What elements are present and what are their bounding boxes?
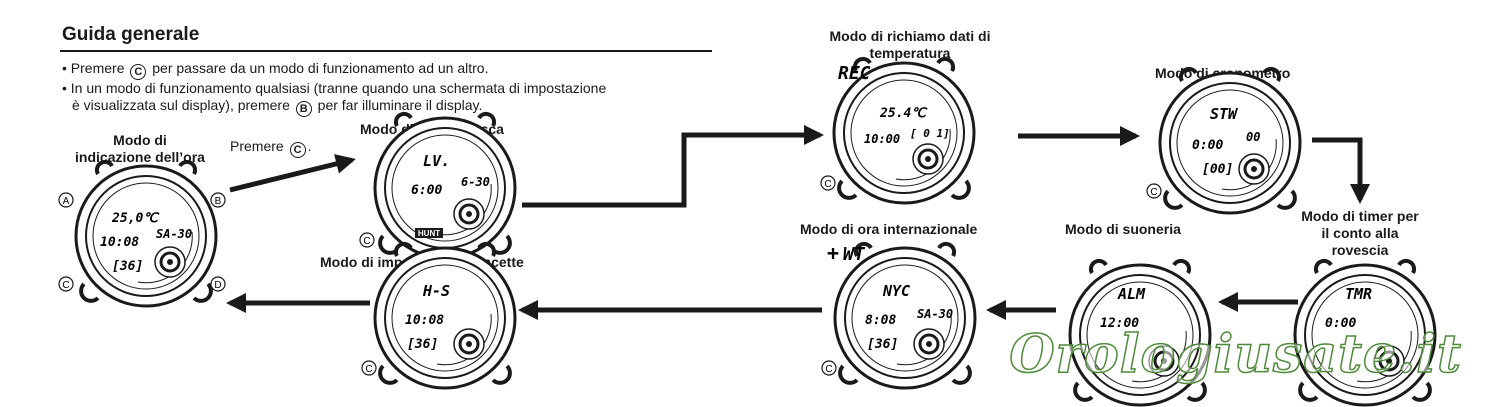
label-alarm: Modo di suoneria bbox=[1065, 221, 1181, 237]
watch-hunting-badge: HUNT bbox=[418, 229, 440, 238]
watch-world-time-date: SA-30 bbox=[917, 307, 953, 321]
watch-temp-recall-temp: 25.4℃ bbox=[879, 106, 928, 121]
button-c-label: C bbox=[62, 280, 69, 291]
watch-temp-recall: REC 25.4℃ 10:00 [ 0 1] C bbox=[820, 56, 976, 205]
watch-stopwatch-bottom: [00] bbox=[1202, 162, 1233, 177]
button-b-label: B bbox=[215, 196, 222, 207]
watch-hand-setting-c-label: C bbox=[365, 364, 372, 375]
bullet-2-post: per far illuminare il display. bbox=[317, 97, 483, 113]
watch-world-time-seconds: [36] bbox=[867, 337, 898, 352]
label-countdown: Modo di timer per il conto alla rovescia bbox=[1290, 208, 1430, 259]
arrow-stopwatch-to-countdown bbox=[1312, 137, 1370, 204]
watch-temp-recall-c-marker bbox=[820, 175, 836, 191]
press-c-button-icon: C bbox=[289, 142, 306, 158]
watch-stopwatch-c-marker bbox=[1146, 183, 1162, 199]
watch-stopwatch-time: 0:00 bbox=[1192, 138, 1223, 153]
title-divider bbox=[60, 50, 712, 52]
watch-world-time-time: 8:08 bbox=[865, 313, 896, 328]
button-c-icon: C bbox=[130, 64, 147, 80]
page-title: Guida generale bbox=[62, 24, 200, 45]
label-timekeeping-line1: Modo di bbox=[113, 132, 167, 148]
watch-hand-setting-time: 10:08 bbox=[405, 313, 444, 328]
watch-world-time: + WT NYC 8:08 SA-30 [36] C bbox=[821, 241, 977, 390]
button-c-marker bbox=[58, 276, 74, 292]
arrow-hunting-to-temp-recall bbox=[522, 125, 824, 208]
bullet-1-pre: Premere bbox=[70, 60, 125, 76]
button-d-marker bbox=[210, 276, 226, 292]
watch-timekeeping-seconds: [36] bbox=[112, 259, 143, 274]
watch-hunting-c-label: C bbox=[363, 236, 370, 247]
bullet-2: • In un modo di funzionamento qualsiasi … bbox=[62, 80, 607, 96]
label-temp-recall-line2: temperatura bbox=[869, 45, 951, 61]
bullet-2-line1: In un modo di funzionamento qualsiasi (t… bbox=[70, 80, 607, 96]
watch-hand-setting-seconds: [36] bbox=[407, 337, 438, 352]
watch-stopwatch-top: STW bbox=[1210, 105, 1239, 123]
label-world-time: Modo di ora internazionale bbox=[800, 221, 978, 237]
instructions: • Premere C per passare da un modo di fu… bbox=[62, 60, 722, 117]
press-c-note: Premere C. bbox=[230, 138, 311, 158]
label-temp-recall: Modo di richiamo dati di temperatura bbox=[800, 28, 1020, 62]
watch-temp-recall-time: 10:00 bbox=[864, 132, 900, 146]
button-a-marker bbox=[58, 192, 74, 208]
button-b-icon: B bbox=[295, 101, 312, 117]
watch-hand-setting-c-marker bbox=[361, 360, 377, 376]
watch-timekeeping-temp: 25,0℃ bbox=[111, 211, 160, 226]
watch-temp-recall-c-label: C bbox=[824, 179, 831, 190]
label-countdown-line2: il conto alla bbox=[1321, 225, 1399, 241]
watch-temp-recall-tag: REC bbox=[838, 63, 871, 84]
watch-timekeeping-time: 10:08 bbox=[100, 235, 139, 250]
watch-timekeeping-date: SA-30 bbox=[156, 227, 192, 241]
watch-hand-setting-top: H-S bbox=[422, 282, 450, 300]
watch-hand-setting: H-S 10:08 [36] C bbox=[361, 241, 517, 390]
watch-stopwatch-c-label: C bbox=[1150, 187, 1157, 198]
watch-hunting-badge-bg bbox=[415, 228, 443, 238]
bullet-2-cont: è visualizzata sul display), premere B p… bbox=[62, 97, 722, 117]
watermark-logo: Orologiusate.it bbox=[1009, 323, 1462, 386]
button-d-label: D bbox=[214, 280, 221, 291]
watch-world-time-tag-icon: + bbox=[827, 241, 839, 265]
watch-hunting-c-marker bbox=[359, 232, 375, 248]
watch-countdown-time: 0:00 bbox=[1325, 316, 1356, 331]
watch-alarm-top: ALM bbox=[1117, 285, 1146, 303]
button-a-label: A bbox=[63, 196, 70, 207]
press-c-pre: Premere bbox=[230, 138, 284, 154]
watch-stopwatch: STW 0:00 00 [00] C bbox=[1146, 66, 1302, 215]
watch-timekeeping: 25,0℃ 10:08 SA-30 [36] A B C D bbox=[58, 159, 226, 308]
button-b-marker bbox=[210, 192, 226, 208]
bullet-2-pre: è visualizzata sul display), premere bbox=[72, 97, 290, 113]
flow-arrows bbox=[226, 125, 1370, 320]
watch-world-time-c-label: C bbox=[825, 364, 832, 375]
label-countdown-line1: Modo di timer per bbox=[1301, 208, 1419, 224]
watch-world-time-top: NYC bbox=[882, 282, 910, 300]
bullet-1: • Premere C per passare da un modo di fu… bbox=[62, 60, 489, 80]
watch-world-time-c-marker bbox=[821, 360, 837, 376]
label-countdown-line3: rovescia bbox=[1331, 242, 1389, 258]
watch-hunting: LV. 6:00 6-30 HUNT C bbox=[359, 111, 517, 260]
watch-countdown-top: TMR bbox=[1345, 285, 1372, 303]
watch-alarm-time: 12:00 bbox=[1100, 316, 1139, 331]
watch-hunting-date: 6-30 bbox=[461, 175, 490, 189]
watch-alarm: ALM 12:00 bbox=[1068, 258, 1212, 407]
watch-temp-recall-date: [ 0 1] bbox=[910, 127, 950, 140]
arrow-timekeeping-to-hunting bbox=[229, 154, 356, 193]
watch-world-time-tag: WT bbox=[843, 244, 866, 265]
watch-stopwatch-right: 00 bbox=[1246, 130, 1260, 144]
watch-countdown: TMR 0:00 bbox=[1293, 258, 1437, 407]
label-temp-recall-line1: Modo di richiamo dati di bbox=[829, 28, 991, 44]
watch-hunting-top: LV. bbox=[423, 152, 450, 170]
bullet-1-post: per passare da un modo di funzionamento … bbox=[152, 60, 489, 76]
press-c-dot: . bbox=[307, 138, 312, 154]
watch-hunting-time: 6:00 bbox=[411, 183, 442, 198]
